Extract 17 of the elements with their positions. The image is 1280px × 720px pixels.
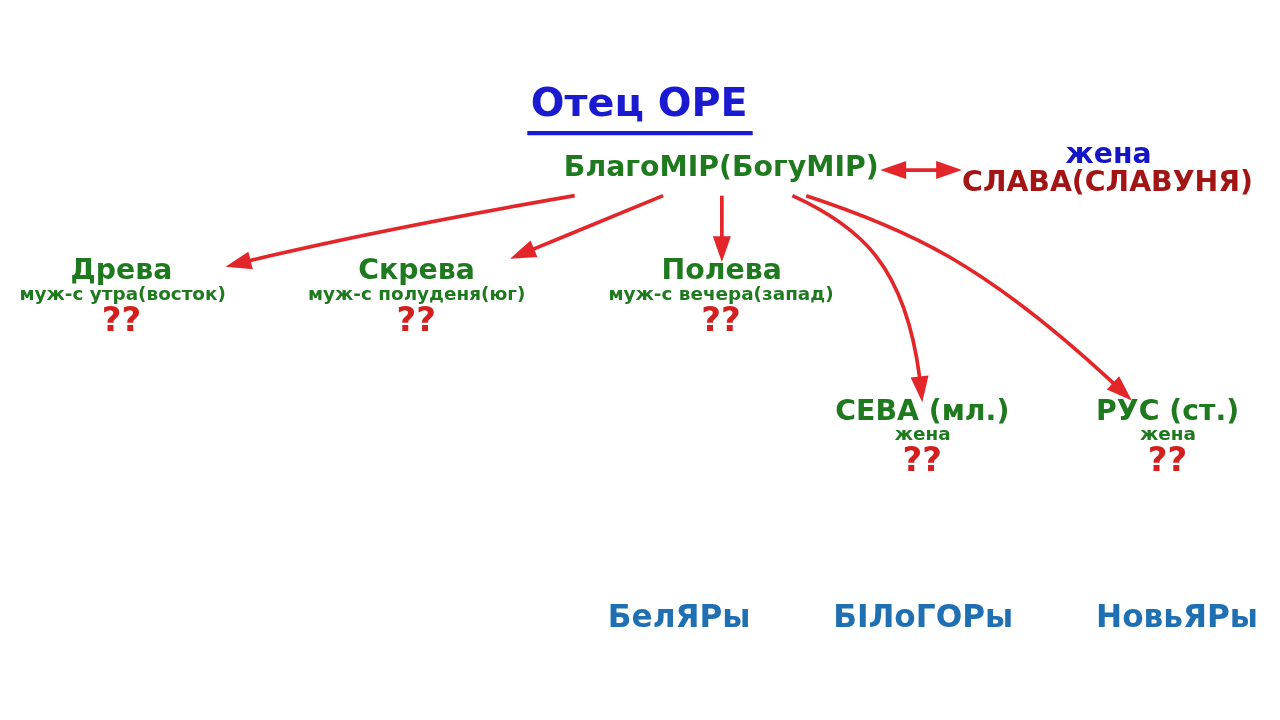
node-text: Скрева муж-с полуденя(юг) ?? [307,253,526,339]
label: БІЛоГОРы [833,598,1014,635]
arrow [791,194,929,403]
node-text: Древа муж-с утра(восток) ?? [19,253,226,339]
label: БелЯРы [607,598,751,635]
node-text: Полева муж-с вечера(запад) ?? [608,253,834,339]
arrow [805,193,1132,401]
arrow [880,161,962,180]
arrow [712,195,731,263]
arrow [225,193,575,270]
diagram-title: Отец ОРЕ [530,79,748,126]
node-text: жена СЛАВА(СЛАВУНЯ) [962,136,1253,199]
node-text: СЕВА (мл.) жена ?? [835,393,1010,479]
arrow [510,193,664,259]
node-text: РУС (ст.) жена ?? [1096,393,1240,479]
label: НовьЯРы [1096,598,1259,635]
node-text: БлагоМІР(БогуМІР) [563,149,879,183]
